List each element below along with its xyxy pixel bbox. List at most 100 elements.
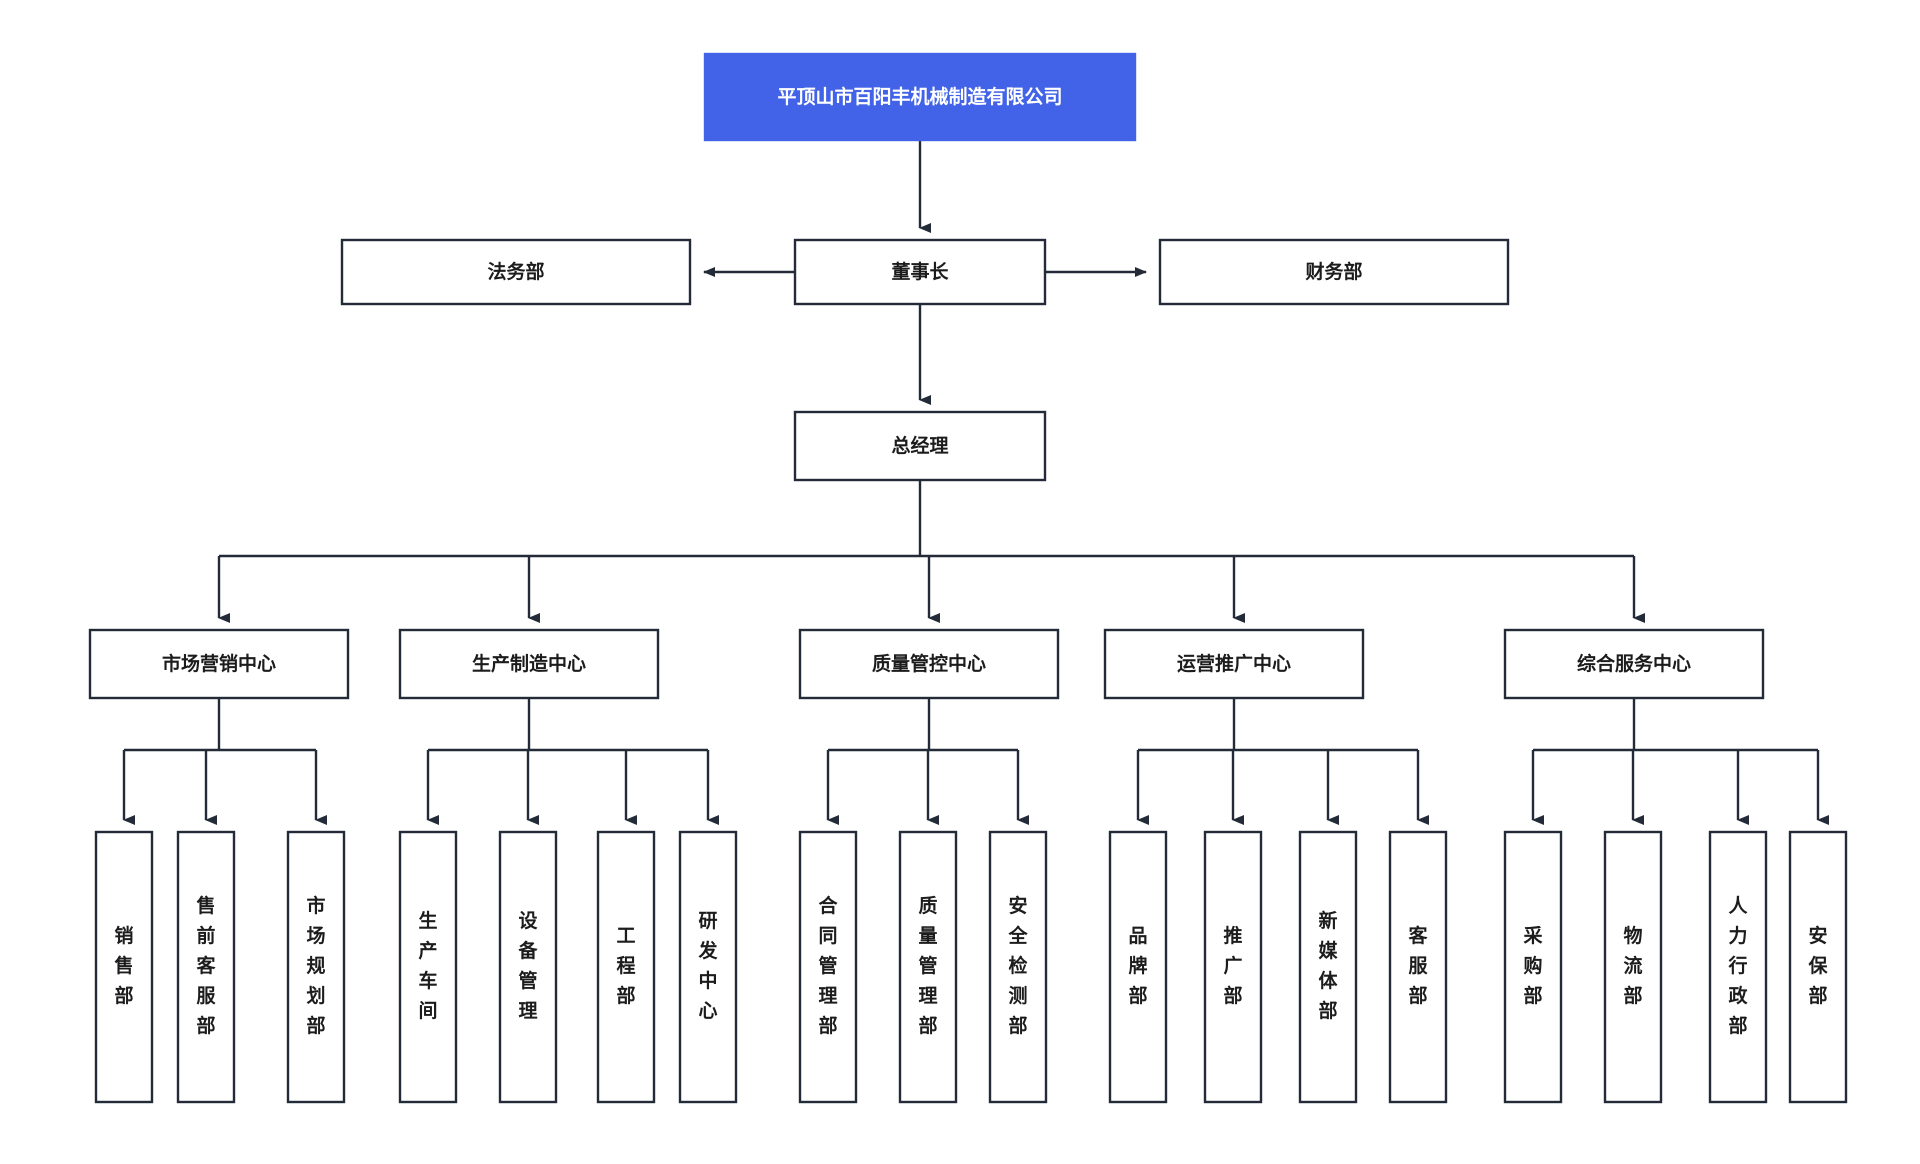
node-leaf-5-3-label-char: 部: [1728, 1014, 1747, 1037]
node-center-3[interactable]: [798, 628, 1060, 700]
node-leaf-1-1-label-char: 销: [114, 924, 133, 947]
node-leaf-5-4-label-char: 保: [1807, 954, 1828, 977]
node-leaf-4-4-label-char: 客: [1408, 924, 1428, 947]
node-leaf-2-2[interactable]: [498, 830, 558, 1104]
node-leaf-3-2-label-char: 量: [918, 925, 937, 947]
node-general-manager-label: 总经理: [891, 434, 948, 457]
node-legal-dept[interactable]: [340, 238, 692, 306]
node-leaf-2-1-label-char: 产: [418, 939, 437, 962]
node-leaf-5-4-label-char: 部: [1808, 984, 1827, 1007]
node-center-1[interactable]: [88, 628, 350, 700]
node-leaf-3-3[interactable]: [988, 830, 1048, 1104]
node-leaf-4-4[interactable]: [1388, 830, 1448, 1104]
node-center-3-label: 质量管控中心: [872, 652, 986, 675]
node-leaf-3-1-label-char: 合: [818, 894, 838, 917]
node-finance-dept-label: 财务部: [1305, 260, 1362, 283]
node-leaf-4-2-label-char: 部: [1223, 984, 1242, 1007]
node-leaf-4-2[interactable]: [1203, 830, 1263, 1104]
node-legal-dept-label: 法务部: [487, 260, 544, 283]
node-leaf-3-2-label-char: 部: [918, 1014, 937, 1037]
node-leaf-4-1[interactable]: [1108, 830, 1168, 1104]
node-leaf-2-1-label-char: 车: [418, 969, 437, 992]
node-leaf-3-2-label-char: 管: [918, 954, 937, 977]
node-center-2[interactable]: [398, 628, 660, 700]
node-leaf-4-2-label: 推广部: [1223, 924, 1242, 1007]
node-leaf-4-4-label-char: 部: [1408, 984, 1427, 1007]
node-leaf-5-4[interactable]: [1788, 830, 1848, 1104]
node-leaf-4-3[interactable]: [1298, 830, 1358, 1104]
node-leaf-5-3[interactable]: [1708, 830, 1768, 1104]
node-leaf-3-3-label-char: 部: [1008, 1014, 1027, 1037]
node-company-root[interactable]: [703, 52, 1137, 142]
node-leaf-1-3-label-char: 规: [306, 954, 325, 977]
node-leaf-5-2[interactable]: [1603, 830, 1663, 1104]
node-leaf-2-4-label-char: 心: [698, 1000, 717, 1022]
node-leaf-4-1-label-char: 牌: [1128, 954, 1147, 977]
node-general-manager[interactable]: [793, 410, 1047, 482]
node-leaf-3-2-label-char: 理: [918, 985, 937, 1007]
node-center-5[interactable]: [1503, 628, 1765, 700]
node-leaf-2-2-label-char: 设: [518, 910, 537, 932]
node-leaf-4-2-label-char: 推: [1223, 924, 1242, 947]
node-leaf-5-4-label-char: 安: [1808, 924, 1827, 947]
node-leaf-2-3-label-char: 部: [616, 984, 635, 1007]
node-leaf-5-1[interactable]: [1503, 830, 1563, 1104]
node-leaf-1-2-label-char: 客: [196, 954, 216, 977]
node-leaf-5-2-label: 物流部: [1623, 924, 1642, 1007]
node-chairman[interactable]: [793, 238, 1047, 306]
node-leaf-3-3-label-char: 检: [1008, 954, 1027, 977]
node-leaf-5-3-label-char: 政: [1728, 984, 1748, 1007]
node-leaf-2-2-label-char: 理: [518, 1000, 537, 1022]
node-center-5-label: 综合服务中心: [1577, 652, 1691, 675]
node-leaf-2-1[interactable]: [398, 830, 458, 1104]
node-leaf-2-3[interactable]: [596, 830, 656, 1104]
node-leaf-2-2-label-char: 备: [517, 939, 538, 962]
node-leaf-5-3-label-char: 人: [1728, 895, 1748, 917]
node-finance-dept[interactable]: [1158, 238, 1510, 306]
node-leaf-1-3-label-char: 市: [306, 894, 325, 917]
node-leaf-1-2[interactable]: [176, 830, 236, 1104]
node-leaf-2-4-label-char: 发: [697, 939, 718, 962]
node-leaf-4-4-label-char: 服: [1408, 955, 1428, 977]
node-leaf-1-1[interactable]: [94, 830, 154, 1104]
node-center-2-label: 生产制造中心: [472, 652, 586, 675]
node-leaf-2-1-label-char: 间: [418, 1000, 437, 1022]
node-chairman-label: 董事长: [891, 260, 949, 283]
node-leaf-4-1-label-char: 品: [1128, 925, 1147, 947]
node-company-root-label: 平顶山市百阳丰机械制造有限公司: [777, 85, 1062, 108]
node-leaf-2-3-label: 工程部: [616, 926, 635, 1007]
node-leaf-3-1-label-char: 管: [818, 954, 837, 977]
node-leaf-2-3-label-char: 工: [616, 926, 635, 947]
node-leaf-5-2-label-char: 物: [1623, 924, 1642, 947]
node-center-4[interactable]: [1103, 628, 1365, 700]
node-leaf-1-1-label-char: 售: [113, 954, 133, 977]
node-leaf-4-4-label: 客服部: [1408, 924, 1428, 1007]
node-leaf-3-1-label-char: 部: [818, 1014, 837, 1037]
node-leaf-3-3-label-char: 测: [1008, 985, 1027, 1007]
connector-layer: [122, 140, 1829, 825]
node-leaf-1-3[interactable]: [286, 830, 346, 1104]
node-leaf-5-3-label-char: 力: [1728, 924, 1747, 947]
node-leaf-5-4-label: 安保部: [1807, 924, 1828, 1007]
node-leaf-1-3-label-char: 划: [306, 984, 325, 1007]
node-leaf-4-1-label: 品牌部: [1128, 925, 1147, 1007]
node-leaf-3-2[interactable]: [898, 830, 958, 1104]
node-leaf-3-2-label-char: 质: [918, 895, 937, 917]
node-leaf-2-4[interactable]: [678, 830, 738, 1104]
node-leaf-1-2-label-char: 前: [196, 924, 215, 947]
node-leaf-4-3-label-char: 媒: [1318, 940, 1338, 962]
node-leaf-2-3-label-char: 程: [616, 955, 635, 977]
node-leaf-5-1-label: 采购部: [1523, 925, 1542, 1007]
node-leaf-3-1[interactable]: [798, 830, 858, 1104]
node-leaf-4-3-label-char: 体: [1318, 969, 1338, 992]
node-leaf-5-2-label-char: 流: [1623, 954, 1642, 977]
